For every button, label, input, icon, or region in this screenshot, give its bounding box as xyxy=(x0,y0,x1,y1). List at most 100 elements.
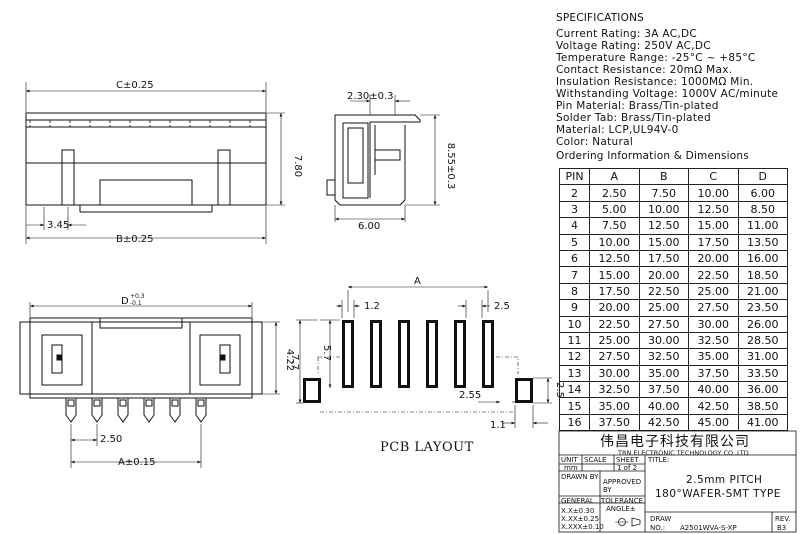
dim-side-2-30: 2.30±0.3 xyxy=(347,91,394,102)
dimension-cell: 30.00 xyxy=(638,331,689,350)
rev-value: B3 xyxy=(777,524,787,532)
top-view xyxy=(19,302,280,468)
dimension-cell: 37.50 xyxy=(589,413,640,432)
spec-temperature-range: Temperature Range: -25°C ~ +85°C xyxy=(556,52,756,64)
spec-insulation-resistance: Insulation Resistance: 1000MΩ Min. xyxy=(556,76,754,88)
spec-voltage-rating: Voltage Rating: 250V AC,DC xyxy=(556,40,711,52)
dimension-cell: 42.50 xyxy=(688,397,739,415)
tolerance-2: X.XX±0.25 xyxy=(561,515,600,523)
dimension-cell: 35.00 xyxy=(638,364,689,383)
dim-pcb-7-7: 7.7 xyxy=(289,354,300,370)
sheet-label: SHEET xyxy=(616,456,639,464)
spec-material: Material: LCP,UL94V-0 xyxy=(556,124,679,136)
dimension-cell: 15.00 xyxy=(638,233,689,251)
company-name-en: TRN ELECTRONIC TECHNOLOGY CO.,LTD xyxy=(618,449,749,457)
dimension-cell: 27.50 xyxy=(638,315,689,333)
dim-c: C±0.25 xyxy=(116,80,154,91)
dim-d-tol-upper: +0.3 xyxy=(130,293,145,300)
dimension-cell: 22.50 xyxy=(589,315,640,333)
sheet-value: 1 of 2 xyxy=(617,464,638,472)
no-label: NO.: xyxy=(650,524,666,532)
title-line-1: 2.5mm PITCH xyxy=(686,474,763,486)
dimension-cell: 37.50 xyxy=(638,381,689,399)
spec-pin-material: Pin Material: Brass/Tin-plated xyxy=(556,100,719,112)
dim-pcb-2-5-vertical: 2.5 xyxy=(554,382,565,398)
pcb-layout xyxy=(296,285,552,428)
dim-a: A±0.15 xyxy=(118,457,156,468)
dimension-cell: 23.50 xyxy=(737,299,788,317)
dimension-cell: 10.00 xyxy=(638,200,689,219)
dim-4-22: 4.22 xyxy=(284,349,295,371)
dimension-cell: 40.00 xyxy=(638,397,689,415)
angle-label: ANGLE± xyxy=(606,505,636,513)
dimension-cell: 36.00 xyxy=(737,381,788,399)
tolerance-1: X.X±0.30 xyxy=(561,507,595,515)
draw-label: DRAW xyxy=(650,515,672,523)
dimension-cell: 28.50 xyxy=(737,331,788,350)
front-view xyxy=(25,82,285,244)
dim-side-8-55: 8.55±0.3 xyxy=(445,143,456,190)
dim-pcb-5-7: 5.7 xyxy=(321,345,332,361)
drawing-number: A2501WVA-S-XP xyxy=(680,524,737,532)
dimension-cell: 25.00 xyxy=(589,331,640,350)
dim-7-80: 7.80 xyxy=(292,155,303,177)
dimension-cell: 41.00 xyxy=(737,413,788,432)
company-name-cn: 伟昌电子科技有限公司 xyxy=(600,434,750,450)
spec-withstanding-voltage: Withstanding Voltage: 1000V AC/minute xyxy=(556,88,779,100)
approved-by-label: APPROVED BY xyxy=(603,478,642,494)
dim-b: B±0.25 xyxy=(116,234,154,245)
dimension-cell: 2.50 xyxy=(589,184,640,202)
title-block-frame xyxy=(558,430,797,533)
dimension-cell: 25.00 xyxy=(638,299,689,317)
tolerance-3: X.XXX±0.10 xyxy=(561,523,604,531)
ordering-header-cell: PIN xyxy=(559,167,590,186)
dim-pcb-1-1: 1.1 xyxy=(490,420,506,431)
ordering-title: Ordering Information & Dimensions xyxy=(556,150,749,162)
dimension-cell: 12.50 xyxy=(589,249,640,268)
dimension-cell: 22.50 xyxy=(638,282,689,301)
dimension-cell: 26.00 xyxy=(737,315,788,333)
dim-pcb-1-2: 1.2 xyxy=(364,301,380,312)
title-line-2: 180°WAFER-SMT TYPE xyxy=(655,488,781,500)
specifications-title: SPECIFICATIONS xyxy=(556,12,644,24)
dimension-cell: 30.00 xyxy=(589,364,640,383)
unit-label: UNIT xyxy=(561,456,578,464)
dimension-cell: 42.50 xyxy=(638,413,689,432)
dimension-cell: 20.00 xyxy=(638,266,689,284)
pin-count-cell: 11 xyxy=(559,331,590,350)
dimension-cell: 21.00 xyxy=(737,282,788,301)
dimension-cell: 15.00 xyxy=(589,266,640,284)
dimension-cell: 31.00 xyxy=(737,348,788,366)
dim-pcb-2-55: 2.55 xyxy=(459,390,481,401)
dimension-cell: 27.50 xyxy=(589,348,640,366)
dimension-cell: 13.50 xyxy=(737,233,788,251)
dimension-cell: 20.00 xyxy=(688,249,739,268)
dim-d: D xyxy=(121,296,129,307)
unit-value: mm xyxy=(564,464,578,472)
spec-current-rating: Current Rating: 3A AC,DC xyxy=(556,28,697,40)
dimension-cell: 37.50 xyxy=(688,364,739,383)
tolerance-label: TOLERANCE xyxy=(601,497,644,505)
pin-count-cell: 16 xyxy=(559,413,590,432)
dimension-cell: 38.50 xyxy=(737,397,788,415)
dimension-cell: 10.00 xyxy=(688,184,739,202)
pin-count-cell: 12 xyxy=(559,348,590,366)
dimension-cell: 33.50 xyxy=(737,364,788,383)
dim-3-45: 3.45 xyxy=(47,220,69,231)
rev-label: REV. xyxy=(775,515,791,523)
drawn-by-label: DRAWN BY xyxy=(561,473,599,481)
dim-d-tol-lower: -0.1 xyxy=(130,300,142,307)
dimension-cell: 18.50 xyxy=(737,266,788,284)
pcb-layout-label: PCB LAYOUT xyxy=(380,440,474,455)
dimension-cell: 16.00 xyxy=(737,249,788,268)
dim-side-6-00: 6.00 xyxy=(358,221,380,232)
